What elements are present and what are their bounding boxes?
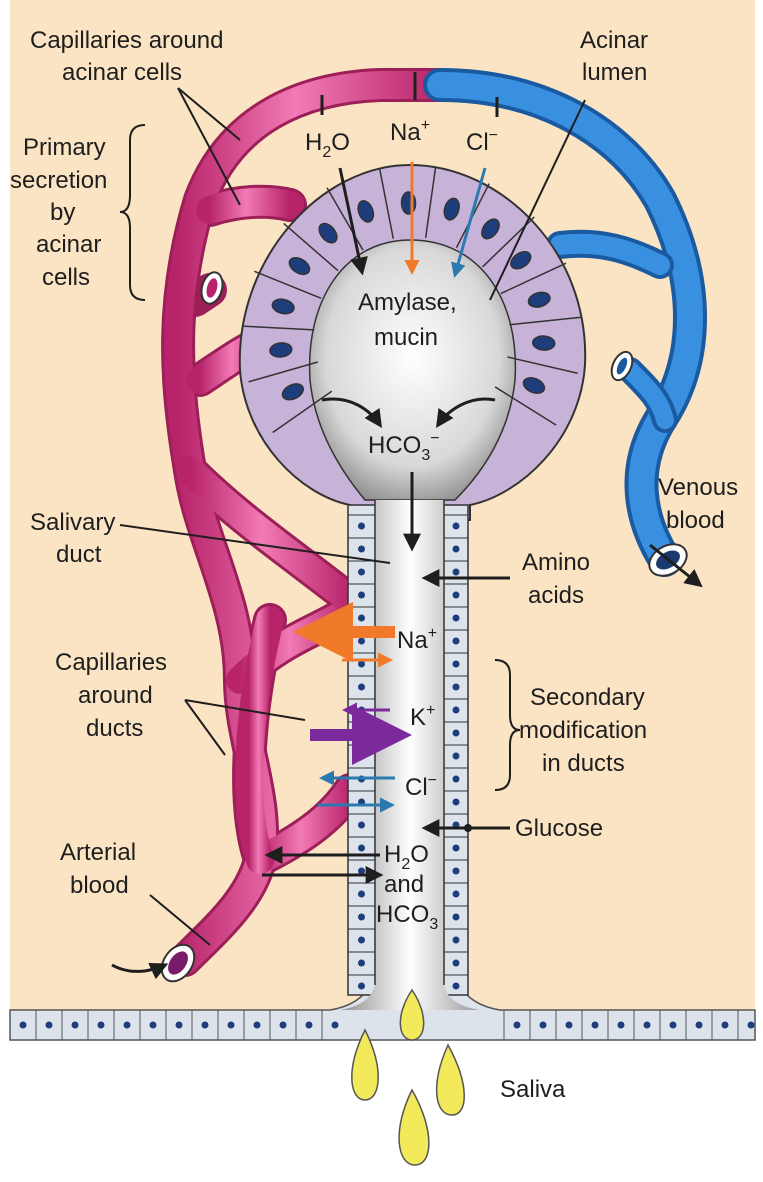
epithelial-nucleus — [332, 1022, 339, 1029]
arterial-blood-label-1: Arterial — [60, 839, 136, 866]
duct-nucleus — [453, 891, 460, 898]
epithelial-nucleus — [514, 1022, 521, 1029]
acinar-nucleus — [401, 192, 416, 214]
epithelial-nucleus — [696, 1022, 703, 1029]
capillaries-ducts-label-3: ducts — [86, 715, 143, 742]
duct-nucleus — [453, 523, 460, 530]
primary-secretion-label-3: by — [50, 199, 75, 226]
duct-nucleus — [358, 661, 365, 668]
venous-blood-label-2: blood — [666, 507, 725, 534]
duct-nucleus — [358, 753, 365, 760]
duct-nucleus — [453, 937, 460, 944]
epithelial-nucleus — [566, 1022, 573, 1029]
duct-nucleus — [358, 546, 365, 553]
capillaries-acinar-label-1: Capillaries around — [30, 27, 223, 54]
duct-nucleus — [358, 845, 365, 852]
duct-nucleus — [453, 615, 460, 622]
epithelial-nucleus — [748, 1022, 755, 1029]
duct-nucleus — [358, 960, 365, 967]
amino-acids-label-1: Amino — [522, 549, 590, 576]
duct-nucleus — [358, 523, 365, 530]
epithelial-nucleus — [98, 1022, 105, 1029]
duct-nucleus — [453, 845, 460, 852]
duct-nucleus — [358, 983, 365, 990]
acinar-lumen-label-2: lumen — [582, 59, 647, 86]
acinar-lumen-label-1: Acinar — [580, 27, 648, 54]
duct-nucleus — [453, 546, 460, 553]
duct-nucleus — [358, 638, 365, 645]
duct-nucleus — [453, 983, 460, 990]
epithelial-nucleus — [20, 1022, 27, 1029]
duct-nucleus — [453, 569, 460, 576]
duct-nucleus — [453, 914, 460, 921]
epithelial-nucleus — [644, 1022, 651, 1029]
duct-nucleus — [453, 707, 460, 714]
duct-nucleus — [453, 730, 460, 737]
duct-nucleus — [453, 661, 460, 668]
epithelial-nucleus — [150, 1022, 157, 1029]
amylase-label-1: Amylase, — [358, 289, 457, 316]
epithelial-nucleus — [124, 1022, 131, 1029]
duct-nucleus — [358, 868, 365, 875]
primary-secretion-label-2: secretion — [10, 167, 107, 194]
duct-nucleus — [453, 868, 460, 875]
duct-nucleus — [453, 638, 460, 645]
duct-nucleus — [358, 592, 365, 599]
glucose-label: Glucose — [515, 815, 603, 842]
salivary-duct-label-1: Salivary — [30, 509, 115, 536]
primary-secretion-label-5: cells — [42, 264, 90, 291]
epithelial-nucleus — [254, 1022, 261, 1029]
duct-nucleus — [453, 592, 460, 599]
epithelial-nucleus — [46, 1022, 53, 1029]
duct-nucleus — [358, 914, 365, 921]
epithelial-nucleus — [722, 1022, 729, 1029]
amino-acids-label-2: acids — [528, 582, 584, 609]
capillaries-acinar-label-2: acinar cells — [62, 59, 182, 86]
amylase-label-2: mucin — [374, 324, 438, 351]
duct-nucleus — [358, 684, 365, 691]
duct-nucleus — [358, 937, 365, 944]
acinar-lumen — [310, 240, 516, 500]
epithelial-nucleus — [592, 1022, 599, 1029]
duct-nucleus — [358, 822, 365, 829]
primary-secretion-label-4: acinar — [36, 231, 101, 258]
duct-nucleus — [358, 615, 365, 622]
epithelial-nucleus — [306, 1022, 313, 1029]
epithelial-nucleus — [670, 1022, 677, 1029]
secondary-modification-label-2: modification — [519, 717, 647, 744]
duct-nucleus — [453, 684, 460, 691]
acinar-nucleus — [532, 335, 555, 350]
epithelial-nucleus — [176, 1022, 183, 1029]
epithelial-nucleus — [618, 1022, 625, 1029]
secondary-modification-label-1: Secondary — [530, 684, 645, 711]
epithelial-nucleus — [280, 1022, 287, 1029]
arterial-blood-label-2: blood — [70, 872, 129, 899]
venous-blood-label-1: Venous — [658, 474, 738, 501]
duct-nucleus — [358, 891, 365, 898]
salivary-duct-label-2: duct — [56, 541, 102, 568]
epithelial-nucleus — [540, 1022, 547, 1029]
capillaries-ducts-label-2: around — [78, 682, 153, 709]
and-label: and — [384, 871, 424, 898]
primary-secretion-label-1: Primary — [23, 134, 106, 161]
epithelial-nucleus — [228, 1022, 235, 1029]
duct-nucleus — [453, 799, 460, 806]
duct-nucleus — [453, 776, 460, 783]
secondary-modification-label-3: in ducts — [542, 750, 625, 777]
saliva-label: Saliva — [500, 1076, 566, 1103]
duct-nucleus — [358, 569, 365, 576]
epithelial-nucleus — [202, 1022, 209, 1029]
epithelial-nucleus — [72, 1022, 79, 1029]
capillaries-ducts-label-1: Capillaries — [55, 649, 167, 676]
duct-nucleus — [453, 753, 460, 760]
duct-nucleus — [453, 960, 460, 967]
